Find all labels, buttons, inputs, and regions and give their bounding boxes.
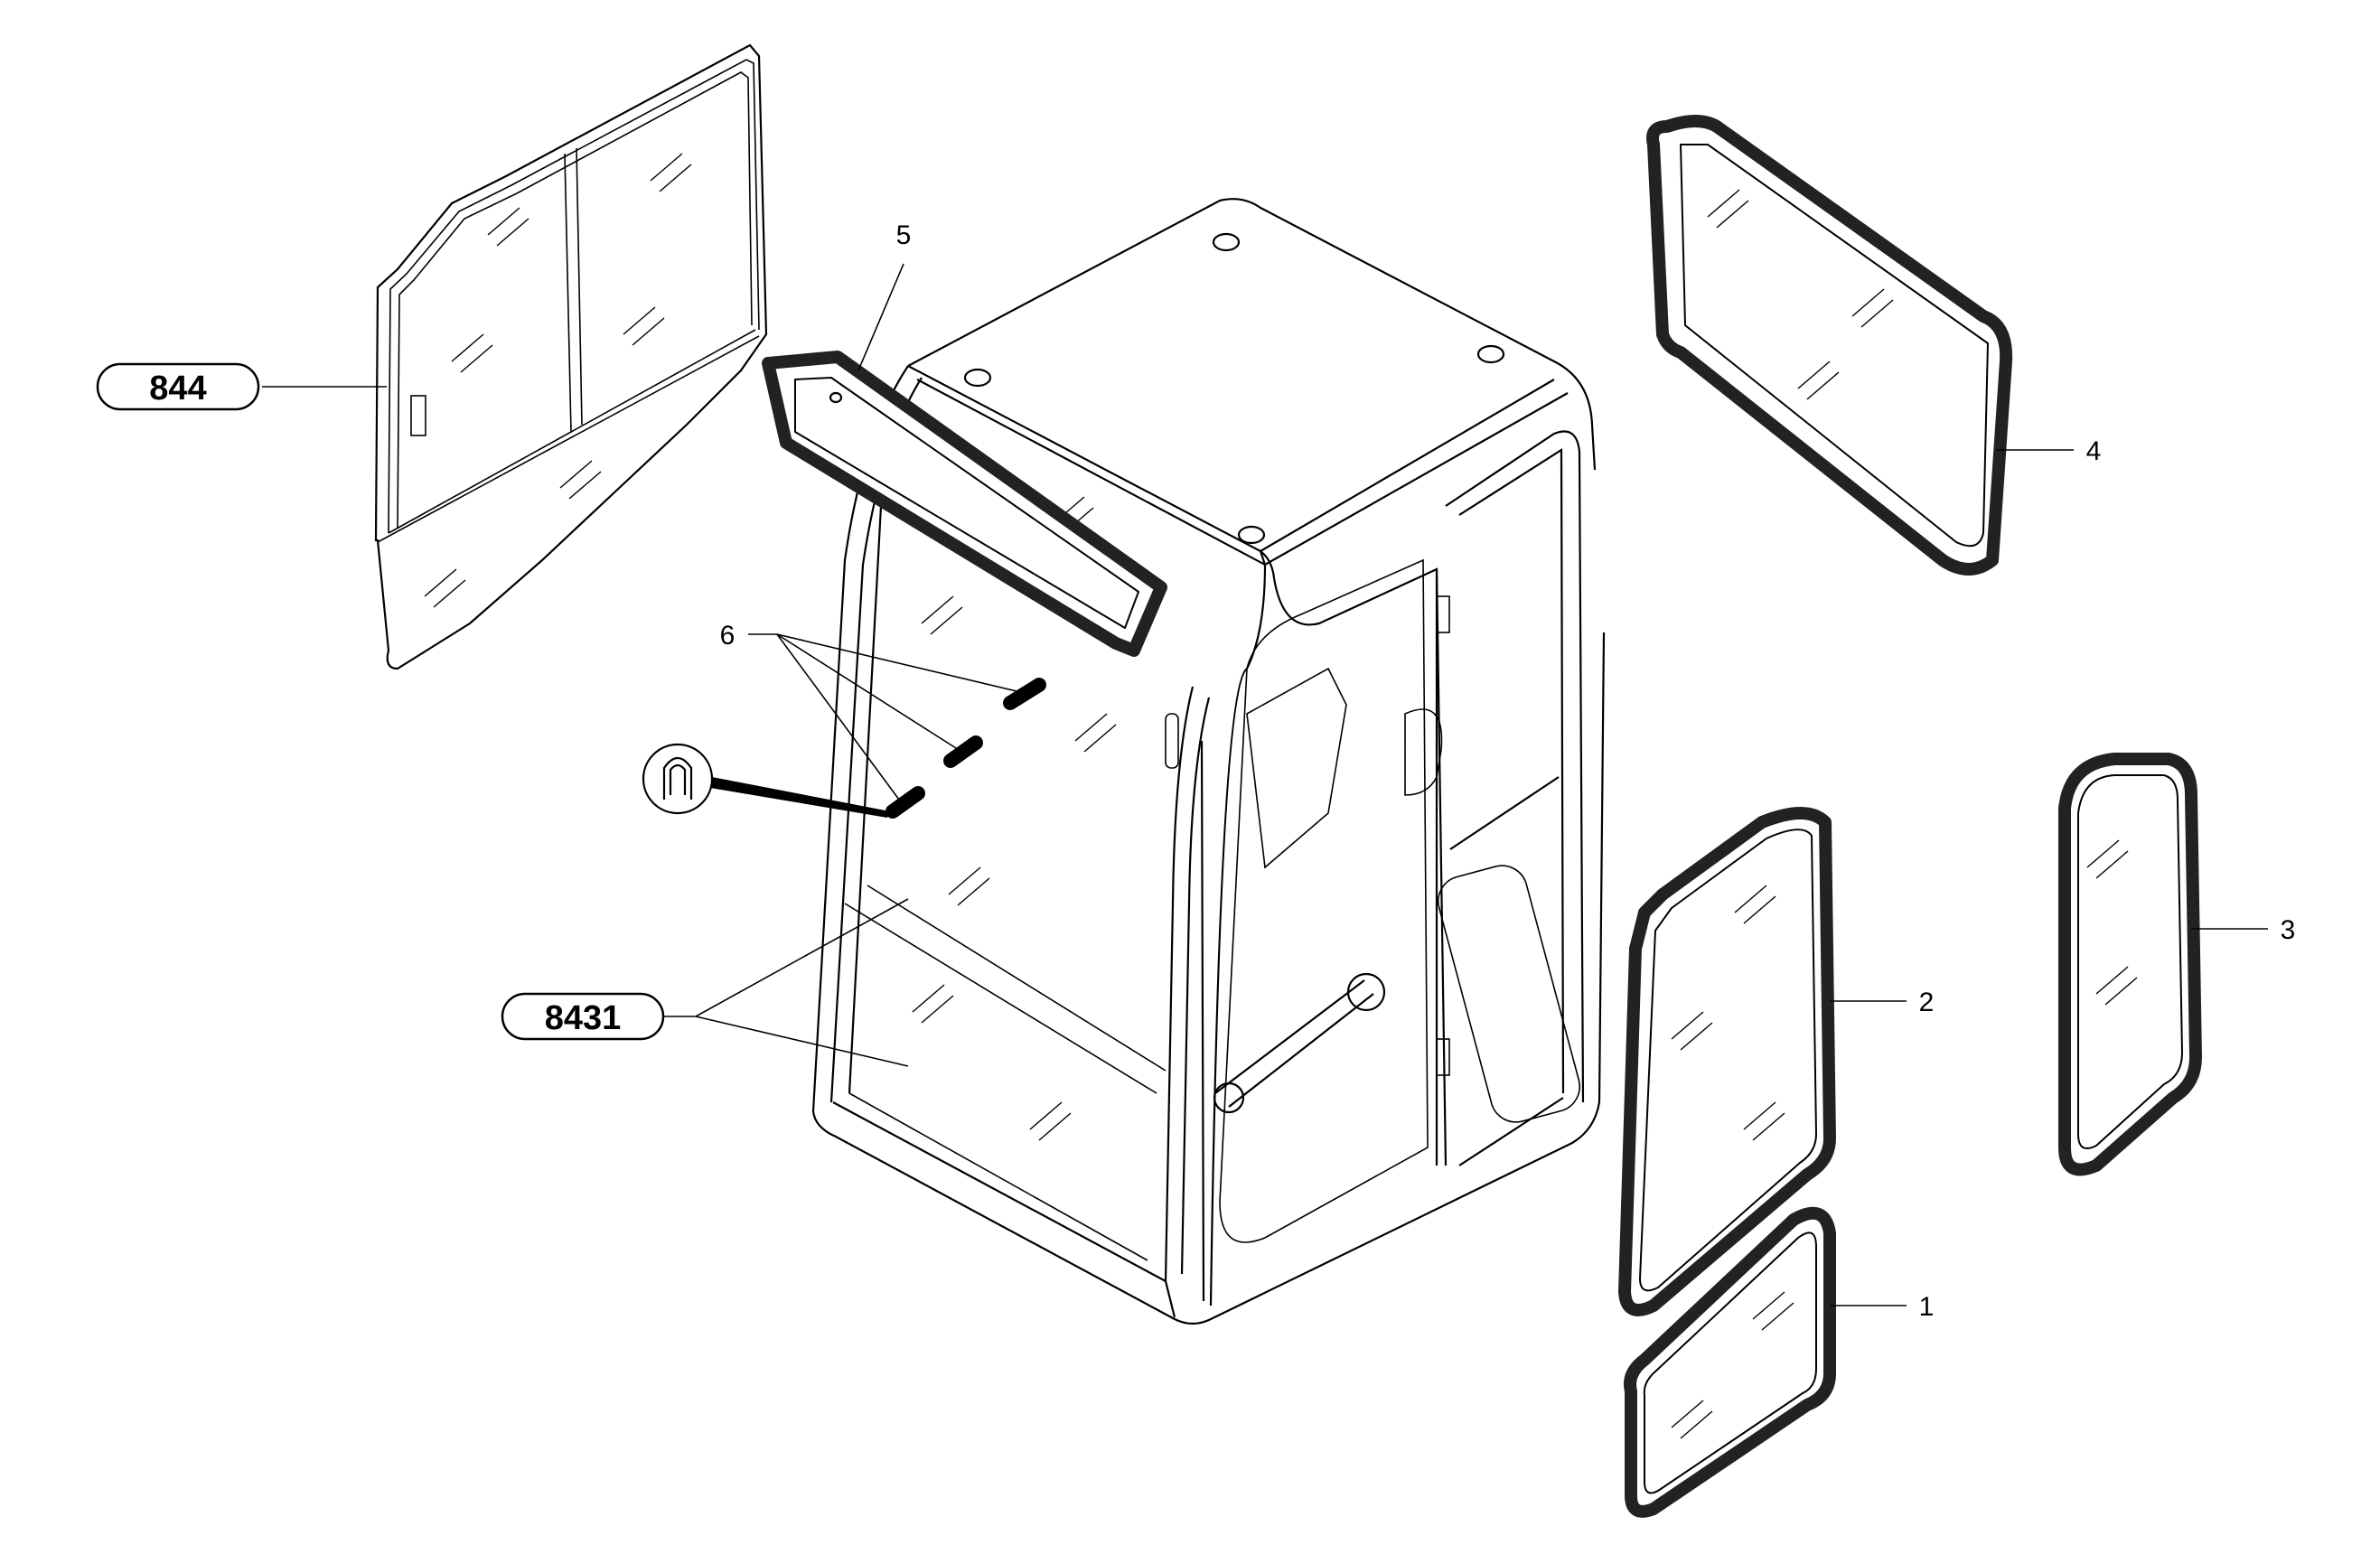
seal-profile-icon — [642, 743, 890, 818]
reference-8431-label: 8431 — [545, 999, 622, 1037]
part-1-glass — [1624, 1206, 1836, 1518]
callout-labels: 1 2 3 4 5 6 — [720, 220, 2296, 1322]
callout-5: 5 — [896, 220, 912, 250]
callout-4: 4 — [2086, 436, 2102, 466]
part-4-glass — [1646, 115, 2013, 576]
callout-2: 2 — [1919, 988, 1935, 1017]
part-2-glass — [1618, 807, 1836, 1316]
cab-body — [811, 198, 1606, 1325]
part-5-upper-seal — [762, 351, 1167, 657]
callout-6: 6 — [720, 621, 736, 651]
callout-3: 3 — [2281, 915, 2296, 945]
part-844-side-window — [374, 43, 768, 670]
reference-badge-844[interactable]: 844 — [96, 362, 260, 411]
callout-1: 1 — [1919, 1292, 1935, 1322]
part-3-glass — [2058, 753, 2202, 1176]
roof-bolts — [963, 232, 1505, 545]
part-6-studs — [885, 678, 1046, 819]
reference-badge-8431[interactable]: 8431 — [501, 992, 665, 1041]
reference-844-label: 844 — [149, 370, 206, 407]
leader-lines — [262, 263, 2268, 1306]
